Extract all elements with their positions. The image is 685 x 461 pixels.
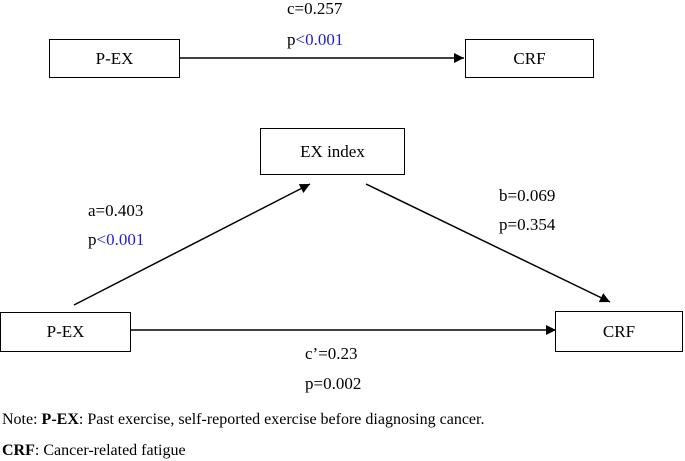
c-coefficient: c=0.257 [287,0,343,18]
note-crf-term: CRF [2,442,35,459]
ex-index-label: EX index [300,141,365,161]
top-crf-label: CRF [513,48,546,68]
note-crf-definition: : Cancer-related fatigue [34,442,186,459]
ex-index-box: EX index [260,128,405,175]
c-p-number: <0.001 [295,30,344,49]
arrow-a [73,183,311,306]
c-prime-p-value: p=0.002 [305,374,362,393]
note-pex: Note: P-EX: Past exercise, self-reported… [2,411,484,429]
bottom-pex-label: P-EX [46,322,85,341]
top-pex-label: P-EX [95,48,134,68]
note-crf: CRF: Cancer-related fatigue [2,442,186,460]
b-p-value: p=0.354 [499,215,556,234]
bottom-crf-box: CRF [555,311,683,352]
a-coefficient: a=0.403 [88,201,144,220]
top-crf-box: CRF [465,39,594,78]
c-prime-coefficient: c’=0.23 [305,344,358,363]
b-coefficient: b=0.069 [499,186,556,205]
c-p-value: p<0.001 [287,31,343,48]
note-pex-definition: : Past exercise, self-reported exercise … [78,411,485,428]
bottom-crf-label: CRF [602,321,636,341]
a-p-number: <0.001 [96,230,145,249]
note-pex-term: P-EX [41,411,79,428]
c-p-prefix: p [287,30,296,49]
a-p-value: p<0.001 [88,231,144,248]
arrow-b [365,183,611,303]
a-p-prefix: p [88,230,97,249]
note-prefix: Note: [2,411,42,428]
bottom-pex-box: P-EX [0,312,131,352]
top-pex-box: P-EX [49,39,180,78]
